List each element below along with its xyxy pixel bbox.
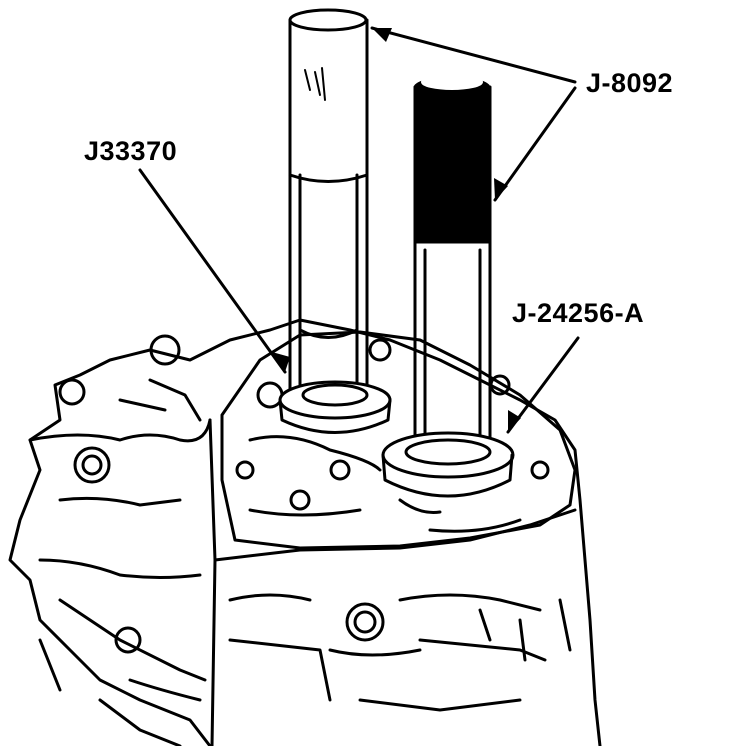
bolt-boss: [149, 334, 181, 366]
bolt-boss: [235, 460, 255, 480]
callout-j33370: J33370: [84, 136, 178, 166]
cover-plate: [220, 330, 577, 550]
arrowhead: [494, 178, 508, 200]
right-bushing-tool: [381, 431, 515, 498]
leader-j24256a: [506, 336, 580, 434]
bolt-boss: [58, 378, 86, 406]
case-front-face: [208, 418, 217, 746]
bolt-boss: [530, 460, 550, 480]
leader-j33370: [138, 168, 287, 374]
bolt-boss: [114, 626, 142, 654]
callout-j-8092: J-8092: [586, 68, 674, 98]
bolt-boss: [256, 381, 284, 409]
bolt-boss: [289, 489, 311, 511]
arrowhead: [372, 28, 392, 42]
leader-j8092-right: [493, 86, 577, 202]
transmission-case: [8, 318, 602, 746]
arrowhead: [272, 352, 290, 372]
bolt-boss: [329, 459, 351, 481]
left-shaft-tool: [288, 8, 369, 402]
leader-j8092-top: [370, 26, 577, 84]
right-shaft-tool: [413, 74, 492, 452]
callout-j-24256-a: J-24256-A: [512, 298, 645, 328]
left-bushing-tool: [278, 380, 392, 434]
bolt-boss: [368, 338, 392, 362]
case-top-edge: [213, 508, 577, 562]
bolt-boss: [73, 446, 111, 484]
arrowhead: [508, 410, 521, 432]
bolt-boss: [345, 602, 385, 642]
